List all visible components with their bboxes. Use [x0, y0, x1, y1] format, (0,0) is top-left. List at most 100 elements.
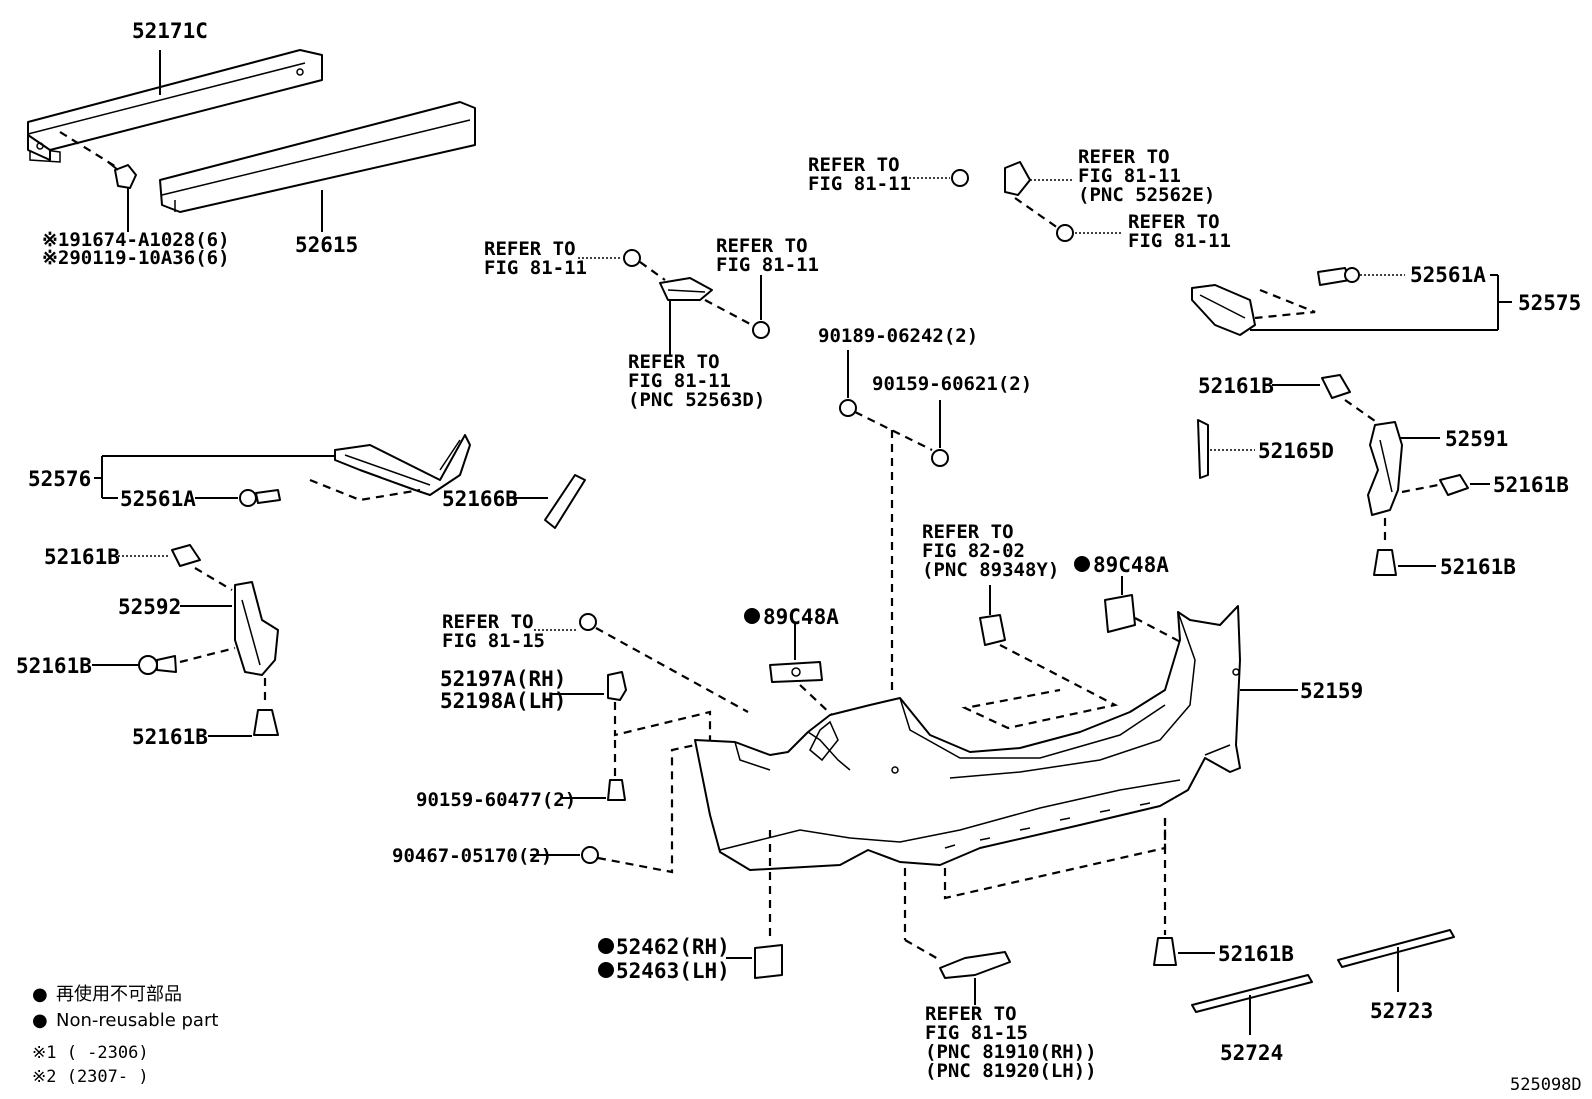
label-52159: 52159: [1300, 679, 1363, 703]
reinforcement-52171C[interactable]: [27, 49, 323, 163]
non-reusable-marker: [598, 938, 614, 954]
reflector-52166B[interactable]: [544, 474, 586, 529]
label-52161B-l2: 52161B: [16, 654, 92, 678]
label-90467-05170: 90467-05170(2): [392, 845, 552, 867]
bracket-89348Y[interactable]: [979, 614, 1006, 646]
label-52166B: 52166B: [442, 487, 518, 511]
screw-90159-60621[interactable]: [931, 449, 949, 467]
ref-f-line2: FIG 81-11: [1128, 230, 1231, 252]
label-90159-60621: 90159-60621(2): [872, 373, 1032, 395]
legend-marker-2: ●: [32, 1010, 48, 1031]
label-52462: 52462(RH): [616, 935, 730, 959]
trim-52165D[interactable]: [1197, 419, 1209, 479]
retainer-52197A[interactable]: [607, 671, 627, 701]
nut-top[interactable]: [951, 169, 969, 187]
label-52171C: 52171C: [132, 19, 208, 43]
label-52724: 52724: [1220, 1041, 1283, 1065]
ref-c-line3: (PNC 52563D): [628, 389, 765, 411]
ref-a-line2: FIG 81-11: [484, 257, 587, 279]
clip-52161B-r1[interactable]: [1321, 374, 1351, 399]
bracket-52562E[interactable]: [1004, 161, 1031, 196]
bracket-89C48A-left[interactable]: [769, 661, 823, 683]
molding-52723[interactable]: [1337, 929, 1455, 968]
ref-h-line2: FIG 82-02: [922, 540, 1025, 562]
legend-marker-1: ●: [32, 984, 48, 1005]
bracket-52576[interactable]: [334, 434, 471, 496]
label-52615: 52615: [295, 233, 358, 257]
nut-81-15[interactable]: [579, 613, 597, 631]
screw-90159-60477[interactable]: [607, 779, 626, 801]
bracket-52591[interactable]: [1367, 421, 1403, 516]
label-52198A: 52198A(LH): [440, 689, 566, 713]
ref-a-line1: REFER TO: [484, 238, 576, 260]
clip-52161B-l1[interactable]: [171, 544, 201, 567]
label-52161B-l1: 52161B: [44, 545, 120, 569]
pin-52561A-left[interactable]: [239, 489, 281, 507]
ref-c-line1: REFER TO: [628, 351, 720, 373]
clip-52161B-r3[interactable]: [1373, 549, 1397, 576]
clip-52161B-l3[interactable]: [253, 709, 279, 736]
label-52463: 52463(LH): [616, 959, 730, 983]
non-reusable-marker: [598, 962, 614, 978]
label-52561A-right: 52561A: [1410, 263, 1486, 287]
bracket-52592[interactable]: [234, 581, 279, 676]
label-90159-60477: 90159-60477(2): [416, 789, 576, 811]
nut-center-left[interactable]: [623, 249, 641, 267]
ref-b-line2: FIG 81-11: [716, 254, 819, 276]
cover-52462[interactable]: [754, 944, 783, 979]
label-52591: 52591: [1445, 427, 1508, 451]
legend-range-2: ※2 (2307- ): [32, 1067, 149, 1087]
clip-52161B-r2[interactable]: [1439, 474, 1469, 496]
label-52161B-l3: 52161B: [132, 725, 208, 749]
label-52561A-left: 52561A: [120, 487, 196, 511]
label-89C48A-1: 89C48A: [763, 605, 839, 629]
molding-52724[interactable]: [1191, 974, 1313, 1013]
bracket-52575[interactable]: [1191, 284, 1256, 336]
ref-i-line2: FIG 81-15: [925, 1022, 1028, 1044]
ref-e-line2: FIG 81-11: [1078, 165, 1181, 187]
ref-e-line3: (PNC 52562E): [1078, 184, 1215, 206]
label-90189-06242: 90189-06242(2): [818, 325, 978, 347]
clip-90467[interactable]: [581, 846, 599, 864]
label-52161B-r3: 52161B: [1440, 555, 1516, 579]
ref-h-line1: REFER TO: [922, 521, 1014, 543]
legend-jp: 再使用不可部品: [56, 984, 182, 1005]
clip-52161B-bottom[interactable]: [1153, 937, 1177, 966]
screw-90189[interactable]: [839, 399, 857, 417]
reflector-81910[interactable]: [939, 951, 1011, 979]
legend-range-1: ※1 ( -2306): [32, 1043, 149, 1063]
bolt-191674[interactable]: [107, 161, 137, 189]
clip-52161B-l2[interactable]: [138, 655, 177, 675]
label-52161B-r2: 52161B: [1493, 473, 1569, 497]
label-52197A: 52197A(RH): [440, 667, 566, 691]
label-52723: 52723: [1370, 999, 1433, 1023]
ref-g-line1: REFER TO: [442, 611, 534, 633]
legend-en: Non-reusable part: [56, 1010, 218, 1031]
absorber-52615[interactable]: [159, 101, 476, 213]
ref-d-line2: FIG 81-11: [808, 173, 911, 195]
pin-52561A-right[interactable]: [1317, 267, 1360, 286]
legend: ● 再使用不可部品 ● Non-reusable part ※1 ( -2306…: [32, 984, 218, 1087]
ref-e-line1: REFER TO: [1078, 146, 1170, 168]
ref-c-line2: FIG 81-11: [628, 370, 731, 392]
label-52592: 52592: [118, 595, 181, 619]
bracket-52563D[interactable]: [659, 277, 713, 301]
ref-g-line2: FIG 81-15: [442, 630, 545, 652]
label-89C48A-2: 89C48A: [1093, 553, 1169, 577]
ref-h-line3: (PNC 89348Y): [922, 559, 1059, 581]
label-52165D: 52165D: [1258, 439, 1334, 463]
bracket-89C48A-right[interactable]: [1104, 594, 1136, 633]
screw-center[interactable]: [752, 321, 770, 339]
bumper-cover-52159[interactable]: [694, 605, 1241, 871]
screw-top[interactable]: [1056, 224, 1074, 242]
ref-i-line3: (PNC 81910(RH)): [925, 1041, 1097, 1063]
label-52161B-bottom: 52161B: [1218, 942, 1294, 966]
note-290119: ※290119-10A36(6): [42, 247, 230, 269]
ref-f-line1: REFER TO: [1128, 211, 1220, 233]
figure-code: 525098D: [1510, 1075, 1582, 1095]
non-reusable-marker: [1074, 556, 1090, 572]
note-191674: ※191674-A1028(6): [42, 229, 230, 251]
ref-d-line1: REFER TO: [808, 154, 900, 176]
label-52576: 52576: [28, 467, 91, 491]
